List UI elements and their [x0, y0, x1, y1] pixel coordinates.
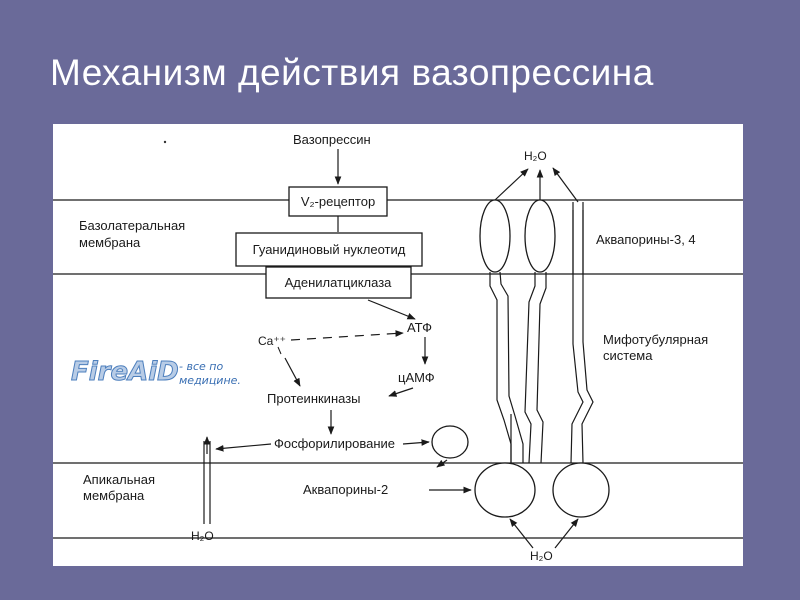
- vesicle-down-arrow: [436, 459, 448, 468]
- fireaid-watermark: FireAiD - все по медицине.: [71, 357, 241, 388]
- water-top-arrow-left: [494, 168, 529, 201]
- calcium-tick: [277, 346, 282, 355]
- phosphorylation-left-arrow: [215, 443, 272, 452]
- basolateral-aquaporin-left: [479, 199, 511, 273]
- vasopressin-mechanism-diagram: Базолатеральная мембрана Апикальная мемб…: [53, 132, 743, 563]
- atp-label: АТФ: [407, 320, 432, 335]
- water-bottom-arrow-right: [554, 518, 579, 549]
- basolateral-label-line1: Базолатеральная: [79, 218, 185, 233]
- apical-label-line2: мембрана: [83, 488, 145, 503]
- aquaporin-vesicle: [431, 425, 469, 459]
- water-top-label: H₂O: [524, 149, 547, 163]
- watermark-tagline-line2: медицине.: [179, 374, 241, 387]
- camp-label: цАМФ: [398, 370, 435, 385]
- microtubular-label-line2: система: [603, 348, 653, 363]
- water-bottom-left-label: H₂O: [191, 529, 214, 543]
- microtubular-system: [489, 210, 594, 464]
- apical-aquaporin-left: [474, 462, 536, 518]
- cyclase-to-atp-arrow: [367, 299, 416, 320]
- water-bottom-right-label: H₂O: [530, 549, 553, 563]
- camp-to-kinase-arrow: [388, 387, 414, 397]
- watermark-logo: FireAiD: [71, 357, 179, 387]
- aquaporin-2-label: Аквапорины-2: [303, 482, 388, 497]
- water-bottom-arrow-left: [509, 518, 534, 549]
- watermark-tagline-line1: - все по: [179, 360, 223, 373]
- diagram-panel: Базолатеральная мембрана Апикальная мемб…: [53, 124, 743, 566]
- basolateral-aquaporin-channel: [572, 202, 584, 274]
- phosphorylation-label: Фосфорилирование: [274, 436, 395, 451]
- adenylate-cyclase-label: Аденилатциклаза: [285, 275, 393, 290]
- v2-receptor-box: [288, 186, 388, 217]
- phosphorylation-to-vesicle-arrow: [402, 439, 430, 446]
- aquaporin-3-4-label: Аквапорины-3, 4: [596, 232, 696, 247]
- microtubular-label-line1: Мифотубулярная: [603, 332, 708, 347]
- basolateral-aquaporin-right: [524, 199, 556, 273]
- speck-dot: [163, 140, 167, 144]
- basolateral-label-line2: мембрана: [79, 235, 141, 250]
- slide-title: Механизм действия вазопрессина: [50, 52, 654, 93]
- guanidine-nucleotide-label: Гуанидиновый нуклеотид: [253, 242, 406, 257]
- v2-receptor-label: V₂-рецептор: [301, 194, 375, 209]
- vasopressin-label: Вазопрессин: [293, 132, 371, 147]
- apical-aquaporin-right: [552, 462, 610, 518]
- adenylate-cyclase-box: [265, 266, 412, 299]
- protein-kinases-label: Протеинкиназы: [267, 391, 361, 406]
- apical-water-channel: [203, 441, 211, 524]
- calcium-label: Ca⁺⁺: [258, 334, 286, 348]
- guanidine-nucleotide-box: [235, 232, 423, 267]
- apical-membrane: [53, 462, 743, 539]
- water-top-arrow-right: [552, 167, 579, 203]
- calcium-to-kinase-arrow: [284, 357, 301, 387]
- calcium-to-atp-dashed-arrow: [290, 330, 404, 341]
- apical-label-line1: Апикальная: [83, 472, 155, 487]
